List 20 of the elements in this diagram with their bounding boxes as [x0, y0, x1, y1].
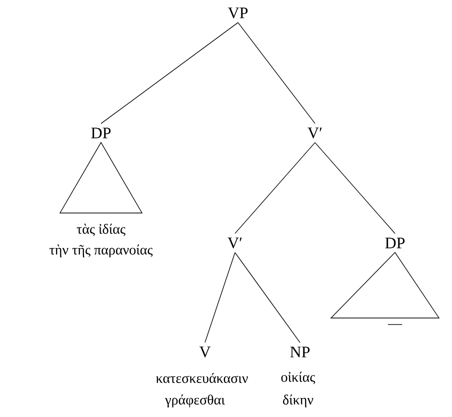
- category-label: NP: [290, 346, 310, 358]
- branch-line: [314, 142, 396, 234]
- category-label: V′: [308, 128, 322, 138]
- branch-line: [204, 252, 236, 343]
- terminal-word: τὴν τῆς παρανοίας: [50, 244, 153, 258]
- category-label: V: [199, 346, 211, 358]
- category-label: V′: [228, 238, 242, 248]
- branch-line: [238, 22, 316, 124]
- branch-line: [234, 252, 300, 343]
- terminal-word: κατεσκευάκασιν: [156, 372, 248, 383]
- category-label: VP: [228, 8, 248, 18]
- category-label: DP: [385, 238, 405, 248]
- empty-marker: —: [388, 324, 402, 325]
- terminal-word: τὰς ἰδίας: [76, 224, 126, 236]
- terminal-word: δίκην: [283, 394, 314, 408]
- terminal-word: γράφεσθαι: [165, 394, 225, 408]
- branch-line: [100, 22, 238, 124]
- category-label: DP: [91, 128, 111, 138]
- branch-line: [234, 142, 316, 234]
- terminal-word: οἰκίας: [281, 372, 316, 384]
